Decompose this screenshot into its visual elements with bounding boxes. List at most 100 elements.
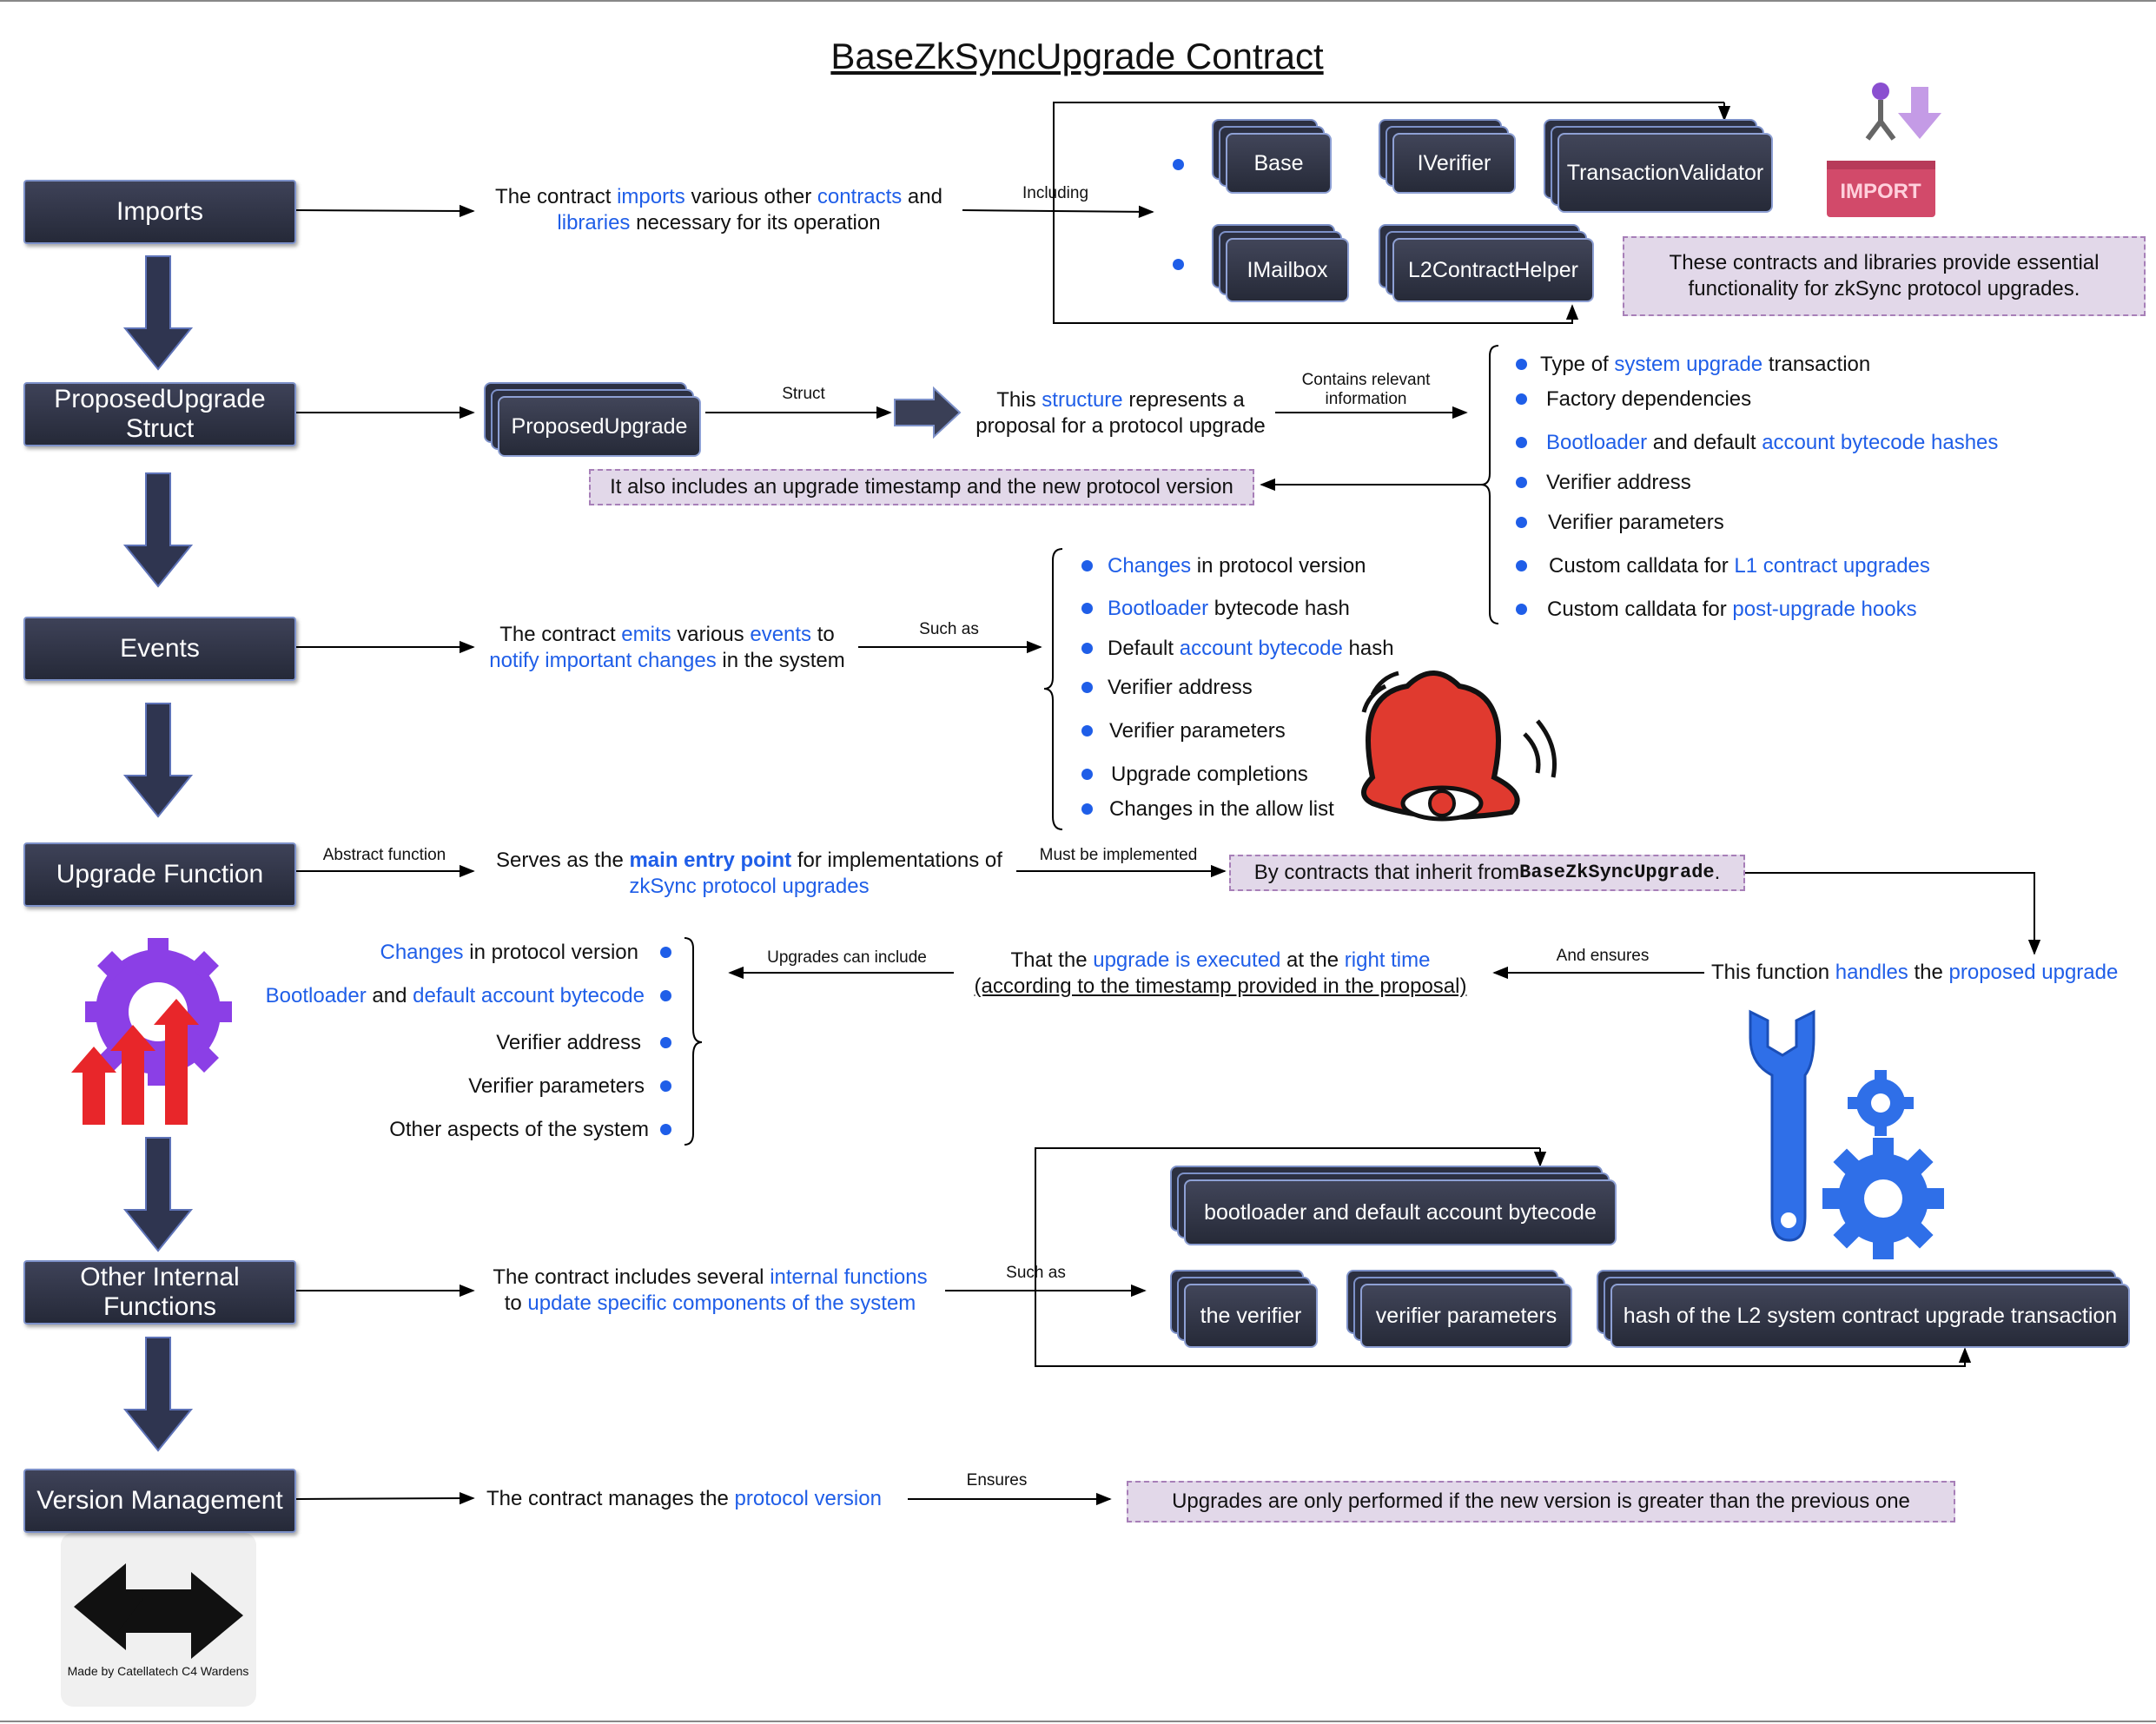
imports-note: These contracts and libraries provide es… xyxy=(1623,236,2146,316)
proposed-item: Type of system upgrade transaction xyxy=(1540,353,1871,376)
edge-version-desc xyxy=(294,1491,475,1505)
bullet xyxy=(1516,359,1527,370)
internal-group-bracket xyxy=(1035,1147,1972,1367)
bullet xyxy=(1173,259,1184,270)
events-list-brace xyxy=(1043,548,1063,830)
bullet xyxy=(660,1080,671,1092)
proposed-item: Custom calldata for L1 contract upgrades xyxy=(1549,554,1930,578)
proposed-list-brace xyxy=(1480,345,1499,624)
import-base[interactable]: Base xyxy=(1212,119,1333,197)
footer-credit: Made by Catellatech C4 Wardens xyxy=(67,1664,249,1678)
bullet xyxy=(660,947,671,958)
upgrade-list-brace xyxy=(684,937,703,1146)
upgrade-inherit-note: By contracts that inherit from BaseZkSyn… xyxy=(1229,855,1745,891)
bullet xyxy=(1516,560,1527,571)
bullet xyxy=(1516,517,1527,528)
section-upgrade-function[interactable]: Upgrade Function xyxy=(23,842,296,907)
bullet xyxy=(660,990,671,1001)
event-item: Verifier parameters xyxy=(1109,719,1286,743)
version-note: Upgrades are only performed if the new v… xyxy=(1127,1481,1955,1523)
section-other-internal-functions[interactable]: Other Internal Functions xyxy=(23,1260,296,1324)
flow-down-arrow xyxy=(122,703,194,818)
import-imailbox[interactable]: IMailbox xyxy=(1212,224,1351,307)
event-item: Upgrade completions xyxy=(1111,763,1308,786)
bullet xyxy=(1516,437,1527,448)
bullet xyxy=(1081,643,1093,654)
internal-description: The contract includes several internal f… xyxy=(493,1265,928,1315)
upgrade-description: Serves as the main entry point for imple… xyxy=(496,849,1002,898)
bullet xyxy=(660,1037,671,1048)
import-transactionvalidator[interactable]: TransactionValidator xyxy=(1544,119,1773,213)
event-item: Verifier address xyxy=(1108,676,1253,699)
handles-text: This function handles the proposed upgra… xyxy=(1711,961,2119,984)
bullet xyxy=(1081,603,1093,614)
section-events[interactable]: Events xyxy=(23,617,296,681)
event-item: Bootloader bytecode hash xyxy=(1108,597,1350,620)
upgrade-item: Verifier address xyxy=(496,1031,641,1054)
edge-label-such-as: Such as xyxy=(919,620,979,638)
edge-including xyxy=(962,205,1154,219)
edge-label-struct: Struct xyxy=(782,385,825,403)
import-iverifier[interactable]: IVerifier xyxy=(1379,119,1518,197)
edge-to-handles xyxy=(1742,872,2041,955)
bullet xyxy=(1081,769,1093,780)
internal-verifier-parameters[interactable]: verifier parameters xyxy=(1346,1270,1577,1352)
proposed-item: Verifier parameters xyxy=(1548,511,1724,534)
bullet xyxy=(1081,560,1093,571)
import-crate-icon: IMPORT xyxy=(1827,83,1941,217)
edge-label-can-include: Upgrades can include xyxy=(767,948,927,967)
flow-down-arrow xyxy=(122,1337,194,1452)
upgrade-item: Bootloader and default account bytecode xyxy=(265,984,645,1007)
bullet xyxy=(1081,725,1093,736)
bullet xyxy=(1516,477,1527,488)
proposed-item: Factory dependencies xyxy=(1546,387,1752,411)
upgrade-item: Changes in protocol version xyxy=(380,941,638,964)
proposed-item: Bootloader and default account bytecode … xyxy=(1546,431,1999,454)
timing-text: That the upgrade is executed at the righ… xyxy=(974,948,1467,998)
imports-group-bracket xyxy=(1053,102,1731,324)
event-item: Default account bytecode hash xyxy=(1108,637,1394,660)
page-title: BaseZkSyncUpgrade Contract xyxy=(830,36,1324,76)
version-description: The contract manages the protocol versio… xyxy=(486,1487,882,1510)
proposed-item: Custom calldata for post-upgrade hooks xyxy=(1547,598,1917,621)
internal-bootloader[interactable]: bootloader and default account bytecode xyxy=(1170,1166,1622,1252)
flow-down-arrow xyxy=(122,255,194,371)
flow-down-arrow xyxy=(122,1137,194,1252)
proposed-item: Verifier address xyxy=(1546,471,1691,494)
internal-l2-upgrade-hash[interactable]: hash of the L2 system contract upgrade t… xyxy=(1597,1270,2131,1352)
proposed-description: This structure represents a proposal for… xyxy=(975,388,1266,438)
imports-description: The contract imports various other contr… xyxy=(495,185,942,234)
flow-down-arrow xyxy=(122,472,194,588)
bullet xyxy=(1516,604,1527,615)
bullet xyxy=(1516,393,1527,405)
edge-label-ensures: Ensures xyxy=(966,1471,1028,1490)
edge-label-abstract: Abstract function xyxy=(322,846,446,864)
bullet xyxy=(1081,682,1093,693)
svg-text:IMPORT: IMPORT xyxy=(1840,180,1921,203)
edge-label-must-implement: Must be implemented xyxy=(1039,846,1198,864)
bullet xyxy=(1081,803,1093,815)
events-description: The contract emits various events to not… xyxy=(489,623,845,672)
import-l2contracthelper[interactable]: L2ContractHelper xyxy=(1379,224,1596,307)
edge-label-ensures: And ensures xyxy=(1556,947,1650,965)
event-item: Changes in protocol version xyxy=(1108,554,1366,578)
bullet xyxy=(1173,159,1184,170)
upgrade-item: Other aspects of the system xyxy=(389,1118,649,1141)
bell-icon xyxy=(1361,670,1557,822)
edge-label-such-as: Such as xyxy=(1006,1264,1066,1282)
section-proposed-upgrade[interactable]: ProposedUpgrade Struct xyxy=(23,382,296,446)
edge-label-including: Including xyxy=(1022,184,1089,202)
section-version-management[interactable]: Version Management xyxy=(23,1469,296,1533)
internal-the-verifier[interactable]: the verifier xyxy=(1170,1270,1322,1352)
big-right-arrow xyxy=(894,386,962,439)
section-imports[interactable]: Imports xyxy=(23,180,296,244)
catellatech-logo xyxy=(61,1533,256,1707)
wrench-gear-icon xyxy=(1749,1009,1944,1259)
proposed-note: It also includes an upgrade timestamp an… xyxy=(589,469,1254,505)
edge-imports-desc xyxy=(294,204,475,218)
upgrade-item: Verifier parameters xyxy=(468,1074,645,1098)
bullet xyxy=(660,1124,671,1135)
proposed-upgrade-box[interactable]: ProposedUpgrade xyxy=(484,382,718,460)
